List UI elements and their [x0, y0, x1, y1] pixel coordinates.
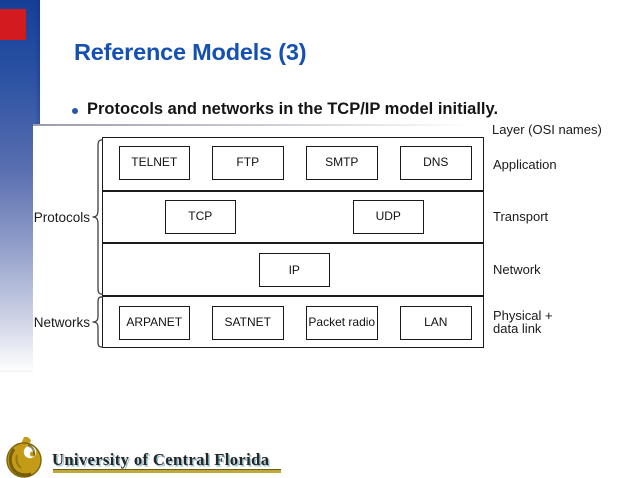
networks-brace-icon — [92, 296, 103, 348]
layer-label-1: Transport — [493, 210, 548, 224]
layer-label-2: Network — [493, 261, 541, 277]
protocol-box-ip: IP — [258, 253, 330, 287]
slide-title: Reference Models (3) — [74, 39, 307, 65]
ucf-pegasus-emblem-icon — [6, 437, 42, 478]
red-accent-box — [0, 9, 26, 40]
row-divider-2 — [103, 295, 483, 297]
protocol-box-smtp: SMTP — [306, 145, 378, 180]
institution-wordmark: University of Central Florida — [52, 450, 270, 469]
bullet-icon — [72, 108, 78, 114]
protocol-box-packet-radio: Packet radio — [306, 305, 378, 340]
row-divider-1 — [103, 242, 483, 244]
protocol-box-telnet: TELNET — [118, 145, 190, 180]
bullet-line: Protocols and networks in the TCP/IP mod… — [72, 100, 498, 119]
row-divider-0 — [103, 190, 483, 192]
layer-osi-names-label: Layer (OSI names) — [492, 122, 602, 137]
bullet-text: Protocols and networks in the TCP/IP mod… — [87, 100, 499, 118]
protocols-group-label: Protocols — [33, 209, 90, 225]
layer-label-0: Application — [493, 156, 557, 172]
panel-top-edge — [33, 124, 473, 126]
protocol-box-satnet: SATNET — [212, 305, 284, 340]
institution-underline — [53, 469, 281, 474]
protocols-brace-icon — [92, 139, 103, 295]
layer-label-line: Application — [493, 156, 557, 172]
layer-label-line: Physical + — [493, 307, 553, 323]
layer-label-line: data link — [493, 321, 542, 336]
protocol-box-ftp: FTP — [212, 145, 284, 180]
protocol-box-udp: UDP — [352, 199, 424, 234]
protocol-box-lan: LAN — [400, 305, 472, 340]
layer-label-line: Transport — [493, 209, 549, 224]
protocol-box-dns: DNS — [400, 145, 472, 180]
protocol-box-tcp: TCP — [164, 199, 236, 234]
layer-label-line: Network — [493, 261, 541, 277]
protocol-box-arpanet: ARPANET — [118, 305, 190, 340]
layer-label-3: Physical +data link — [493, 307, 553, 336]
networks-group-label: Networks — [33, 314, 90, 330]
